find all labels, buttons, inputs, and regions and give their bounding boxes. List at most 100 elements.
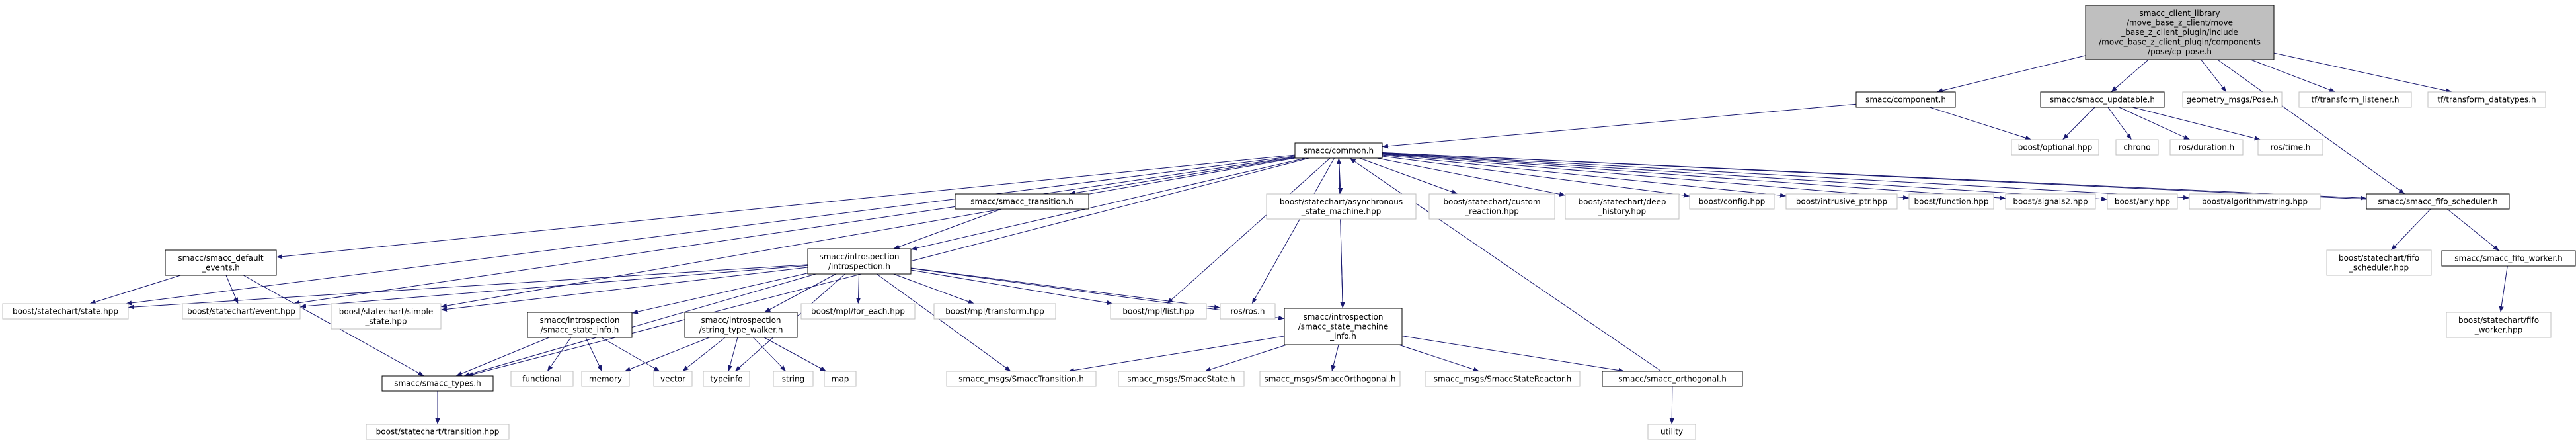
node-defaultevents[interactable]: smacc/smacc_default_events.h	[165, 249, 277, 276]
node-label-deephistory-line-0: boost/statechart/deep	[1579, 197, 1666, 206]
node-label-algstring-line-0: boost/algorithm/string.hpp	[2202, 197, 2308, 206]
node-label-string-line-0: string	[782, 375, 804, 384]
node-component[interactable]: smacc/component.h	[1855, 91, 1956, 108]
node-box-function	[1908, 193, 1994, 210]
node-label-fifosched-line-0: smacc/smacc_fifo_scheduler.h	[2378, 197, 2497, 206]
node-box-map	[824, 371, 857, 387]
node-label-asyncsm-line-0: boost/statechart/asynchronous	[1280, 197, 1403, 206]
edge-common-to-config	[1382, 156, 1690, 198]
node-asyncsm: boost/statechart/asynchronous_state_mach…	[1266, 193, 1417, 220]
edge-typewalker-to-map	[763, 337, 827, 372]
node-signals2: boost/signals2.hpp	[2005, 193, 2096, 210]
node-label-signals2-line-0: boost/signals2.hpp	[2013, 197, 2088, 206]
node-algstring: boost/algorithm/string.hpp	[2189, 193, 2321, 210]
edge-fifosched-to-fifoworker	[2446, 208, 2500, 251]
node-typewalker[interactable]: smacc/introspection/string_type_walker.h	[684, 312, 798, 338]
node-label-smaccsminfo-line-1: /smacc_state_machine	[1298, 322, 1389, 332]
node-label-typeinfo-line-0: typeinfo	[710, 375, 742, 384]
node-box-memory	[581, 371, 630, 387]
node-label-smaccsminfo-line-2: _info.h	[1329, 332, 1356, 341]
node-label-root-line-2: _base_z_client_plugin/include	[2121, 28, 2238, 37]
node-label-mpllist-line-0: boost/mpl/list.hpp	[1122, 307, 1194, 316]
edge-typewalker-to-vector	[682, 337, 726, 372]
edge-root-to-geompose	[2201, 59, 2227, 93]
node-box-asyncsm	[1266, 193, 1417, 220]
node-types[interactable]: smacc/smacc_types.h	[381, 375, 494, 392]
node-label-optional-line-0: boost/optional.hpp	[2018, 143, 2093, 152]
node-root[interactable]: smacc_client_library/move_base_z_client/…	[2085, 5, 2275, 60]
node-fifoworker[interactable]: smacc/smacc_fifo_worker.h	[2441, 250, 2576, 267]
node-common[interactable]: smacc/common.h	[1294, 142, 1383, 159]
edge-common-to-customreaction	[1359, 157, 1458, 195]
node-stateinfo[interactable]: smacc/introspection/smacc_state_info.h	[527, 312, 633, 338]
node-box-geompose	[2182, 91, 2283, 108]
edge-introspection-to-state	[128, 264, 808, 310]
node-box-typeinfo	[703, 371, 750, 387]
node-label-memory-line-0: memory	[589, 375, 622, 384]
node-string: string	[773, 371, 814, 387]
edge-common-to-intrusive	[1382, 154, 1787, 198]
node-box-typewalker	[684, 312, 798, 338]
edge-updatable-to-rostime	[2132, 107, 2261, 141]
node-vector: vector	[653, 371, 693, 387]
node-introspection[interactable]: smacc/introspection/introspection.h	[807, 248, 912, 275]
node-mpllist: boost/mpl/list.hpp	[1110, 303, 1207, 320]
edge-common-to-introspection	[910, 157, 1306, 251]
edge-stateinfo-to-functional	[547, 337, 572, 372]
node-label-transition-line-0: smacc/smacc_transition.h	[970, 197, 1073, 206]
node-label-component-line-0: smacc/component.h	[1865, 95, 1946, 105]
node-label-introspection-line-0: smacc/introspection	[819, 252, 899, 261]
node-box-fifoschedhpp	[2326, 249, 2432, 276]
node-label-defaultevents-line-0: smacc/smacc_default	[178, 253, 264, 263]
node-label-mpltransform-line-0: boost/mpl/transform.hpp	[945, 307, 1044, 316]
node-msgtransition: smacc_msgs/SmaccTransition.h	[946, 371, 1097, 387]
node-label-root-line-1: /move_base_z_client/move	[2127, 19, 2233, 28]
edge-common-to-function	[1382, 154, 1910, 201]
edge-common-to-mutex	[1382, 152, 2394, 203]
edge-root-to-mutex	[2217, 59, 2405, 195]
node-box-stateinfo	[527, 312, 633, 338]
node-functional: functional	[510, 371, 574, 387]
edge-introspection-to-foreach	[855, 273, 861, 304]
node-label-rosros-line-0: ros/ros.h	[1231, 307, 1265, 316]
edge-common-to-algstring	[1382, 152, 2190, 201]
node-box-tflistener	[2298, 91, 2412, 108]
edge-defaultevents-to-state	[89, 275, 181, 304]
node-box-vector	[653, 371, 693, 387]
node-box-simplestate	[331, 303, 442, 330]
edge-introspection-to-simplestate	[440, 267, 808, 312]
node-geompose: geometry_msgs/Pose.h	[2182, 91, 2283, 108]
edge-transition-to-introspection	[893, 208, 1001, 249]
node-label-types-line-0: smacc/smacc_types.h	[394, 379, 481, 388]
node-label-stateinfo-line-0: smacc/introspection	[539, 316, 619, 325]
node-transition[interactable]: smacc/smacc_transition.h	[955, 193, 1089, 210]
node-box-tfdatatypes	[2427, 91, 2546, 108]
nodes-layer: smacc_client_library/move_base_z_client/…	[2, 5, 2576, 440]
node-label-chrono-line-0: chrono	[2123, 143, 2150, 152]
node-updatable[interactable]: smacc/smacc_updatable.h	[2040, 91, 2165, 108]
node-label-simplestate-line-1: _state.hpp	[364, 316, 407, 326]
node-orthogonal[interactable]: smacc/smacc_orthogonal.h	[1602, 371, 1743, 387]
node-box-msgorthogonal	[1259, 371, 1401, 387]
node-label-rostime-line-0: ros/time.h	[2271, 143, 2311, 152]
node-box-config	[1689, 193, 1775, 210]
edge-stateinfo-to-types	[455, 337, 550, 377]
node-rostime: ros/time.h	[2257, 139, 2323, 156]
node-fifosched[interactable]: smacc/smacc_fifo_scheduler.h	[2366, 193, 2510, 210]
edge-root-to-updatable	[2111, 59, 2149, 93]
node-intrusive: boost/intrusive_ptr.hpp	[1785, 193, 1898, 210]
node-smaccsminfo[interactable]: smacc/introspection/smacc_state_machine_…	[1284, 308, 1403, 345]
node-label-fifoworkerhpp-line-0: boost/statechart/fifo	[2458, 316, 2539, 325]
node-event: boost/statechart/event.hpp	[182, 303, 301, 320]
node-box-component	[1855, 91, 1956, 108]
edge-stateinfo-to-vector	[601, 337, 660, 372]
node-label-functional-line-0: functional	[522, 375, 562, 384]
node-label-fifoworkerhpp-line-1: _worker.hpp	[2474, 325, 2522, 334]
node-label-msgorthogonal-line-0: smacc_msgs/SmaccOrthogonal.h	[1265, 375, 1396, 384]
node-box-rostime	[2257, 139, 2323, 156]
node-customreaction: boost/statechart/custom_reaction.hpp	[1428, 193, 1555, 220]
node-optional: boost/optional.hpp	[2011, 139, 2099, 156]
node-state: boost/statechart/state.hpp	[2, 303, 129, 320]
node-box-any	[2107, 193, 2178, 210]
